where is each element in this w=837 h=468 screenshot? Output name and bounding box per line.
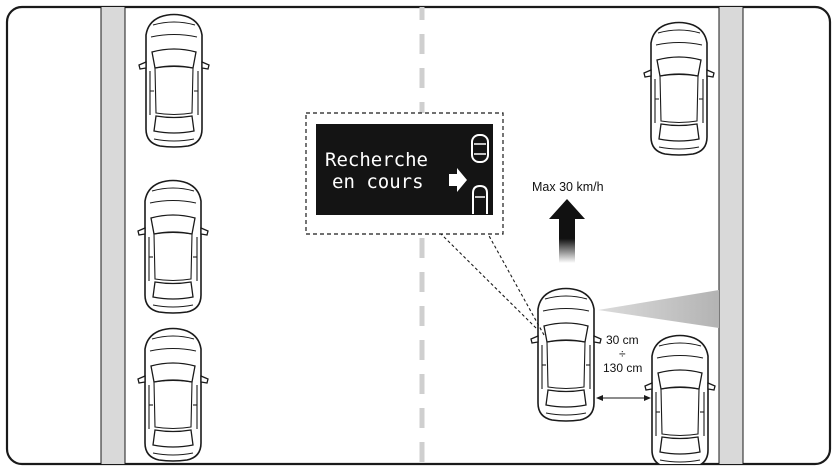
callout-line-2 — [487, 233, 545, 336]
display-screen — [316, 124, 493, 215]
sensor-beam — [598, 290, 719, 328]
arrow-up-icon — [549, 199, 585, 263]
searching-car — [530, 287, 602, 422]
display-line-1: Recherche — [325, 149, 428, 171]
display-line-2: en cours — [332, 171, 424, 193]
distance-arrow-left — [596, 395, 603, 401]
distance-arrow-right — [644, 395, 651, 401]
distance-min: 30 cm — [606, 333, 639, 347]
right-curb — [718, 7, 744, 464]
parked-car-left-1 — [138, 13, 210, 148]
callout-line-1 — [440, 233, 537, 329]
parked-car-right-1 — [643, 21, 715, 156]
parked-car-icon — [471, 134, 489, 163]
speed-label: Max 30 km/h — [532, 180, 604, 194]
parked-car-right-2 — [644, 334, 716, 464]
distance-separator: ÷ — [619, 347, 626, 361]
distance-max: 130 cm — [603, 361, 642, 375]
arrow-right-icon — [449, 168, 467, 192]
frame — [5, 5, 832, 466]
parked-car-left-2 — [137, 179, 209, 314]
left-curb — [100, 7, 126, 464]
parking-slot-car-icon — [472, 184, 488, 214]
parked-car-left-3 — [137, 327, 209, 462]
